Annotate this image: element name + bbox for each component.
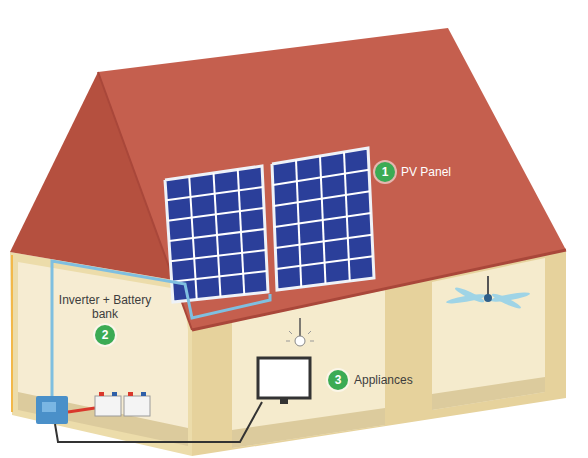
callout: 3 Appliances <box>328 370 413 390</box>
left-room <box>18 262 188 440</box>
right-floor <box>432 377 545 410</box>
pv-panel <box>272 148 374 290</box>
callout-number: 3 <box>328 370 348 390</box>
left-floor <box>18 392 188 446</box>
ac-wire <box>55 402 262 442</box>
roof-face <box>98 28 566 330</box>
battery-terminal <box>128 392 133 396</box>
panel-grid <box>274 191 370 206</box>
battery <box>124 396 150 416</box>
panel-grid <box>168 208 264 221</box>
callout-label: Inverter + Battery bank <box>57 293 153 321</box>
wall-edge <box>11 255 13 412</box>
panel-grid <box>170 250 266 261</box>
pv-panel <box>165 166 268 302</box>
callout-number: 2 <box>95 325 115 345</box>
callout: 1 PV Panel <box>375 162 451 182</box>
panel-grid <box>273 170 369 185</box>
inverter <box>36 396 68 424</box>
right-room <box>432 258 545 410</box>
battery-terminal <box>112 392 117 396</box>
tv-stand <box>280 398 288 404</box>
fan-rod <box>487 276 489 296</box>
battery <box>95 396 121 416</box>
panel-grid <box>275 235 372 248</box>
battery-terminal <box>141 392 146 396</box>
television <box>258 358 310 398</box>
panel-grid <box>169 229 265 241</box>
pv-panels <box>165 148 374 302</box>
bulb-cord <box>299 318 301 336</box>
panel-grid <box>275 213 372 227</box>
callout-number: 1 <box>375 162 395 182</box>
inverter-display <box>42 402 56 412</box>
bulb-rays <box>286 331 314 341</box>
panel-grid <box>172 271 267 282</box>
left-wall <box>10 252 192 456</box>
battery-terminal <box>99 392 104 396</box>
light-bulb <box>295 336 305 346</box>
battery-wire <box>68 408 95 412</box>
dc-wire <box>52 261 270 400</box>
callout: Inverter + Battery bank 2 <box>57 293 153 345</box>
ceiling-fan <box>446 285 531 310</box>
panel-grid <box>166 187 263 200</box>
callout-label: Appliances <box>354 373 413 387</box>
panel-grid <box>276 256 373 269</box>
callout-label: PV Panel <box>401 165 451 179</box>
